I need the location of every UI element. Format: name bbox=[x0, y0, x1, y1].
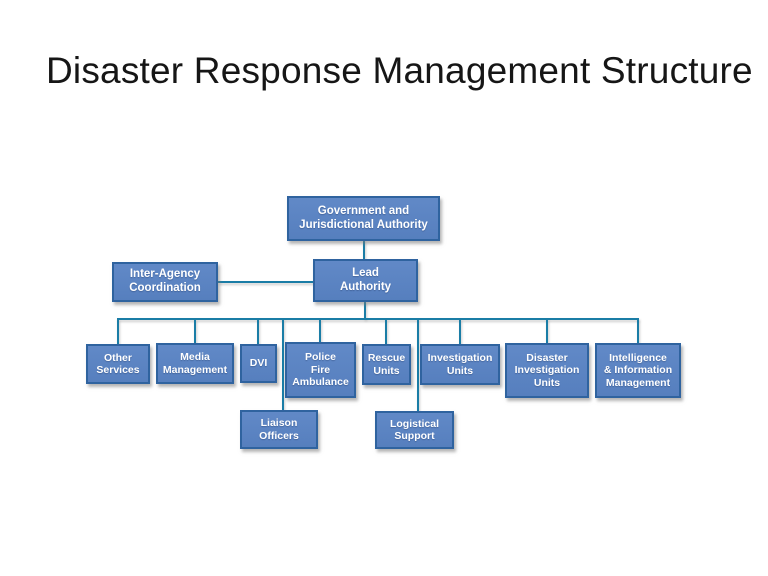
connector-drop-rescue bbox=[385, 319, 387, 345]
org-box-logistical-support-label: Logistical Support bbox=[389, 417, 439, 442]
org-box-media-management: Media Management bbox=[156, 343, 234, 384]
org-box-lead: Lead Authority bbox=[313, 259, 418, 302]
connector-drop-liaison bbox=[282, 319, 284, 411]
connector-drop-dvi bbox=[257, 319, 259, 345]
connector-bus-line bbox=[117, 318, 639, 320]
connector-drop-other bbox=[117, 319, 119, 345]
org-box-government: Government and Jurisdictional Authority bbox=[287, 196, 440, 241]
org-box-lead-label: Lead Authority bbox=[339, 266, 392, 293]
connector-interagency-lead bbox=[218, 281, 314, 283]
org-box-dvi-label: DVI bbox=[249, 357, 268, 370]
org-box-disaster-investigation-units-label: Disaster Investigation Units bbox=[514, 351, 580, 389]
connector-drop-investigation bbox=[459, 319, 461, 345]
org-box-rescue-units-label: Rescue Units bbox=[367, 352, 406, 377]
org-box-intelligence-information-management-label: Intelligence & Information Management bbox=[603, 351, 673, 389]
org-box-other-services-label: Other Services bbox=[96, 351, 140, 376]
org-box-police-fire-ambulance: Police Fire Ambulance bbox=[285, 342, 356, 398]
org-box-media-management-label: Media Management bbox=[162, 351, 228, 376]
org-box-investigation-units: Investigation Units bbox=[420, 344, 500, 385]
org-box-other-services: Other Services bbox=[86, 344, 150, 384]
org-box-liaison-officers: Liaison Officers bbox=[240, 410, 318, 449]
connector-lead-bus bbox=[364, 301, 366, 319]
org-box-investigation-units-label: Investigation Units bbox=[427, 352, 493, 377]
connector-drop-disaster bbox=[546, 319, 548, 344]
connector-drop-logistical bbox=[417, 319, 419, 412]
org-box-interagency-label: Inter-Agency Coordination bbox=[129, 268, 201, 294]
org-box-liaison-officers-label: Liaison Officers bbox=[259, 417, 299, 442]
org-box-dvi: DVI bbox=[240, 344, 277, 383]
connector-drop-intelligence bbox=[637, 319, 639, 344]
org-box-logistical-support: Logistical Support bbox=[375, 411, 454, 449]
org-box-disaster-investigation-units: Disaster Investigation Units bbox=[505, 343, 589, 398]
connector-government-lead bbox=[363, 240, 365, 261]
org-box-interagency: Inter-Agency Coordination bbox=[112, 262, 218, 302]
connector-drop-media bbox=[194, 319, 196, 345]
org-box-rescue-units: Rescue Units bbox=[362, 344, 411, 385]
org-box-police-fire-ambulance-label: Police Fire Ambulance bbox=[292, 351, 349, 389]
slide-title: Disaster Response Management Structure bbox=[46, 50, 753, 91]
org-box-intelligence-information-management: Intelligence & Information Management bbox=[595, 343, 681, 398]
org-box-government-label: Government and Jurisdictional Authority bbox=[299, 204, 428, 231]
connector-drop-police bbox=[319, 319, 321, 343]
